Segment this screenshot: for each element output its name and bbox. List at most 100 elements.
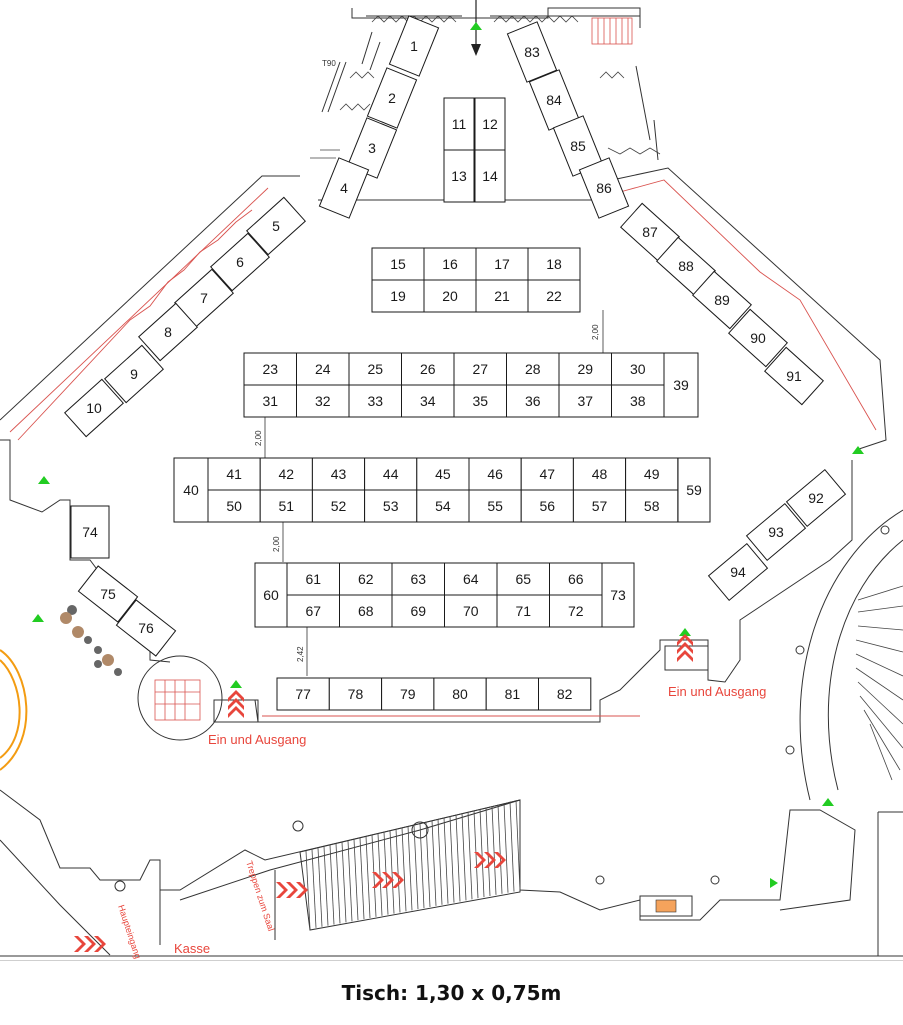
aisle-dimension: 2,00 [254,430,263,446]
table-93[interactable]: 93 [745,502,807,562]
table-22[interactable]: 22 [527,279,581,313]
table-46[interactable]: 46 [468,457,522,491]
table-29[interactable]: 29 [558,352,612,386]
table-17[interactable]: 17 [475,247,529,281]
table-23[interactable]: 23 [243,352,297,386]
table-number: 23 [262,361,278,377]
table-73[interactable]: 73 [601,562,635,628]
table-47[interactable]: 47 [520,457,574,491]
table-74[interactable]: 74 [70,505,110,559]
table-18[interactable]: 18 [527,247,581,281]
table-69[interactable]: 69 [391,594,445,628]
table-27[interactable]: 27 [453,352,507,386]
table-20[interactable]: 20 [423,279,477,313]
table-31[interactable]: 31 [243,384,297,418]
table-63[interactable]: 63 [391,562,445,596]
table-outline [692,270,752,330]
table-39[interactable]: 39 [663,352,699,418]
table-54[interactable]: 54 [416,489,470,523]
table-19[interactable]: 19 [371,279,425,313]
table-37[interactable]: 37 [558,384,612,418]
table-70[interactable]: 70 [444,594,498,628]
table-89[interactable]: 89 [692,270,752,330]
table-71[interactable]: 71 [496,594,550,628]
table-64[interactable]: 64 [444,562,498,596]
table-59[interactable]: 59 [677,457,711,523]
table-11[interactable]: 11 [443,97,475,151]
table-72[interactable]: 72 [549,594,603,628]
table-36[interactable]: 36 [506,384,560,418]
table-44[interactable]: 44 [364,457,418,491]
stair-step [473,810,479,899]
table-57[interactable]: 57 [572,489,627,523]
table-43[interactable]: 43 [311,457,366,491]
table-40[interactable]: 40 [173,457,209,523]
table-2[interactable]: 2 [366,67,418,129]
table-33[interactable]: 33 [348,384,402,418]
table-79[interactable]: 79 [381,677,435,711]
table-4[interactable]: 4 [318,157,370,219]
table-49[interactable]: 49 [625,457,679,491]
table-28[interactable]: 28 [506,352,560,386]
table-91[interactable]: 91 [764,346,824,406]
table-26[interactable]: 26 [401,352,455,386]
table-1[interactable]: 1 [388,15,440,77]
table-92[interactable]: 92 [785,468,847,528]
table-62[interactable]: 62 [339,562,393,596]
table-82[interactable]: 82 [538,677,592,711]
table-8[interactable]: 8 [138,302,198,362]
table-66[interactable]: 66 [549,562,603,596]
table-10[interactable]: 10 [64,378,124,438]
table-56[interactable]: 56 [520,489,574,523]
table-outline [601,562,635,628]
table-60[interactable]: 60 [254,562,288,628]
table-52[interactable]: 52 [311,489,366,523]
table-16[interactable]: 16 [423,247,477,281]
table-6[interactable]: 6 [210,232,270,292]
table-15[interactable]: 15 [371,247,425,281]
table-21[interactable]: 21 [475,279,529,313]
table-53[interactable]: 53 [364,489,418,523]
table-51[interactable]: 51 [259,489,313,523]
table-88[interactable]: 88 [656,236,716,296]
table-76[interactable]: 76 [115,599,177,657]
table-65[interactable]: 65 [496,562,550,596]
table-number: 54 [435,498,451,514]
table-94[interactable]: 94 [707,542,769,602]
table-14[interactable]: 14 [474,149,506,203]
table-25[interactable]: 25 [348,352,402,386]
table-55[interactable]: 55 [468,489,522,523]
table-80[interactable]: 80 [433,677,487,711]
table-32[interactable]: 32 [296,384,350,418]
table-number: 9 [130,366,138,382]
table-61[interactable]: 61 [286,562,340,596]
table-9[interactable]: 9 [104,344,164,404]
table-67[interactable]: 67 [286,594,340,628]
table-68[interactable]: 68 [339,594,393,628]
table-number: 57 [592,498,608,514]
table-13[interactable]: 13 [443,149,475,203]
table-41[interactable]: 41 [207,457,261,491]
table-81[interactable]: 81 [485,677,539,711]
table-number: 77 [295,686,311,702]
table-50[interactable]: 50 [207,489,261,523]
exit-marker-icon [679,628,691,636]
table-34[interactable]: 34 [401,384,455,418]
table-number: 93 [768,524,784,540]
table-90[interactable]: 90 [728,308,788,368]
table-12[interactable]: 12 [474,97,506,151]
table-75[interactable]: 75 [77,565,139,623]
table-42[interactable]: 42 [259,457,313,491]
table-48[interactable]: 48 [572,457,627,491]
table-83[interactable]: 83 [506,21,558,83]
table-86[interactable]: 86 [578,157,630,219]
table-77[interactable]: 77 [276,677,330,711]
table-30[interactable]: 30 [611,352,665,386]
table-35[interactable]: 35 [453,384,507,418]
table-58[interactable]: 58 [625,489,679,523]
table-5[interactable]: 5 [246,196,306,256]
table-38[interactable]: 38 [611,384,665,418]
table-78[interactable]: 78 [328,677,383,711]
table-45[interactable]: 45 [416,457,470,491]
table-24[interactable]: 24 [296,352,350,386]
